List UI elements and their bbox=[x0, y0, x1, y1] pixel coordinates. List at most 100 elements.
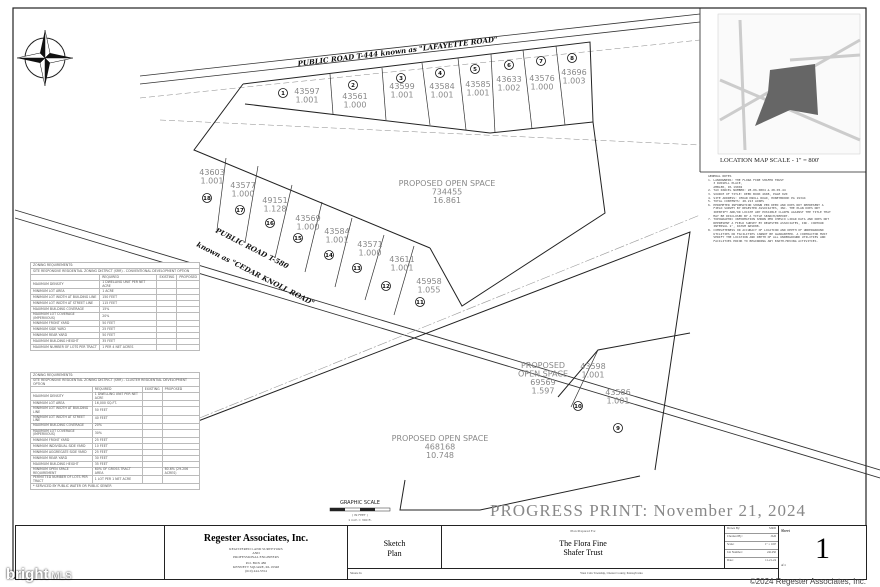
open-space-text: 734455 bbox=[432, 188, 463, 197]
table-cell: 20% bbox=[99, 312, 158, 322]
sheet-cell: Sheet 1 of 1 bbox=[778, 526, 866, 579]
open-spaces-layer: PROPOSED OPEN SPACE73445516.861PROPOSEDO… bbox=[392, 179, 568, 460]
table-cell: MINIMUM LOT WIDTH AT BUILDING LINE bbox=[30, 406, 93, 416]
lot-area-sqft: 43561 bbox=[342, 92, 367, 101]
lot-number: 3 bbox=[399, 76, 403, 82]
open-space-text: PROPOSED OPEN SPACE bbox=[392, 434, 489, 443]
lot-number-circle bbox=[235, 205, 245, 215]
sheet-number: 1 bbox=[815, 532, 830, 565]
lot-area-sqft: 43696 bbox=[561, 68, 586, 77]
firm-line: P.O. BOX 486 bbox=[245, 561, 267, 565]
lot-number-circle bbox=[352, 263, 362, 273]
lot-area-sqft: 49151 bbox=[262, 196, 287, 205]
lot-area-acres: 1.002 bbox=[498, 84, 521, 93]
lot-number: 8 bbox=[570, 56, 574, 62]
lot-area-acres: 1.055 bbox=[418, 286, 441, 295]
job-label: Job Number: bbox=[727, 550, 743, 554]
table-cell bbox=[156, 279, 178, 290]
firm-cell: Regester Associates, Inc. REGISTERED LAN… bbox=[165, 526, 348, 579]
graphic-scale-units: ( IN FEET ) bbox=[352, 513, 368, 517]
table-cell bbox=[156, 344, 178, 352]
table-row: SITE RESPONSIVE RESIDENTIAL ZONING DISTR… bbox=[30, 377, 200, 388]
scale: 1" = 100' bbox=[765, 542, 776, 546]
date-label: Date: bbox=[727, 558, 734, 562]
lot-area-sqft: 45958 bbox=[416, 277, 441, 286]
table-row: MAXIMUM LOT COVERAGE (IMPERVIOUS)20% bbox=[29, 312, 200, 322]
zoning-table-conventional: ZONING REQUIREMENTS:SITE RESPONSIVE RESI… bbox=[29, 262, 200, 352]
progress-print-stamp: PROGRESS PRINT: November 21, 2024 bbox=[490, 501, 806, 520]
cedar-road-label-1: PUBLIC ROAD T-580 bbox=[213, 225, 290, 270]
lot-area-acres: 1.128 bbox=[264, 205, 287, 214]
drawn-by-label: Drawn By: bbox=[727, 526, 741, 530]
tract-boundary bbox=[179, 41, 691, 511]
lot-area-acres: 1.001 bbox=[296, 96, 319, 105]
lot-number-circle bbox=[381, 281, 391, 291]
table-cell bbox=[176, 344, 200, 352]
table-cell bbox=[141, 466, 163, 477]
table-cell: MAXIMUM NUMBER OF LOTS PER TRACT bbox=[29, 344, 101, 352]
firm-line: REGISTERED LAND SURVEYORS bbox=[229, 547, 283, 551]
client-name: Shafer Trust bbox=[563, 548, 603, 557]
graphic-scale bbox=[329, 507, 391, 512]
lot-area-sqft: 43599 bbox=[389, 82, 414, 91]
lot-number-circle bbox=[504, 60, 514, 70]
table-cell: 1 DWELLING UNIT PER NET ACRE bbox=[91, 392, 143, 402]
table-cell: 60% OF GROSS TRACT AREA bbox=[91, 466, 143, 477]
general-notes: GENERAL NOTES 1. LANDOWNERS: THE FLORA F… bbox=[708, 174, 831, 243]
lot-number: 4 bbox=[438, 71, 442, 77]
graphic-scale-title: GRAPHIC SCALE bbox=[340, 500, 380, 506]
lot-area-sqft: 43598 bbox=[580, 362, 605, 371]
lot-area-acres: 1.001 bbox=[467, 89, 490, 98]
table-cell bbox=[161, 392, 201, 402]
lot-number-circle bbox=[202, 193, 212, 203]
open-space-text: PROPOSED OPEN SPACE bbox=[399, 179, 496, 188]
open-space-text: 16.861 bbox=[433, 196, 461, 205]
cedar-knoll-road bbox=[14, 209, 880, 479]
lot-number-circle bbox=[536, 56, 546, 66]
firm-line: (610) 444-5554 bbox=[245, 569, 267, 573]
utility-easement-line bbox=[169, 214, 701, 431]
bright-mls-logo: bright MLS bbox=[6, 566, 72, 583]
open-space-text: 468168 bbox=[425, 443, 456, 452]
table-row: * SERVICED BY PUBLIC WATER OR PUBLIC SEW… bbox=[30, 483, 200, 491]
plan-info-cell: Sketch Plan Plan Prepared For The Flora … bbox=[348, 526, 778, 579]
table-cell bbox=[156, 312, 178, 322]
lot-number: 13 bbox=[353, 266, 361, 272]
seal-cell bbox=[16, 526, 165, 579]
lot-number: 1 bbox=[281, 91, 285, 97]
table-cell bbox=[141, 392, 163, 402]
lot-number: 10 bbox=[574, 404, 582, 410]
lot-number: 7 bbox=[539, 59, 543, 65]
lot-area-acres: 1.000 bbox=[531, 83, 554, 92]
lot-area-acres: 1.001 bbox=[391, 264, 414, 273]
lot-number: 12 bbox=[382, 284, 390, 290]
table-cell: MINIMUM LOT WIDTH AT STREET LINE bbox=[30, 414, 93, 424]
open-space-text: 10.748 bbox=[426, 451, 454, 460]
table-cell bbox=[141, 428, 163, 438]
lot-number: 5 bbox=[473, 67, 477, 73]
table-cell bbox=[176, 279, 200, 290]
table-cell bbox=[161, 406, 201, 416]
situate: West Caln Township, Chester County, Penn… bbox=[580, 571, 643, 575]
lot-area-acres: 1.001 bbox=[326, 236, 349, 245]
graphic-scale-ratio: 1 inch = 300 ft. bbox=[348, 518, 371, 522]
lot-area-acres: 1.000 bbox=[359, 249, 382, 258]
lot-number: 11 bbox=[416, 300, 424, 306]
table-cell: MAXIMUM DENSITY bbox=[30, 392, 93, 402]
lot-number-circle bbox=[348, 80, 358, 90]
table-cell: MAXIMUM DENSITY bbox=[29, 279, 101, 290]
title-block: Regester Associates, Inc. REGISTERED LAN… bbox=[15, 525, 867, 580]
